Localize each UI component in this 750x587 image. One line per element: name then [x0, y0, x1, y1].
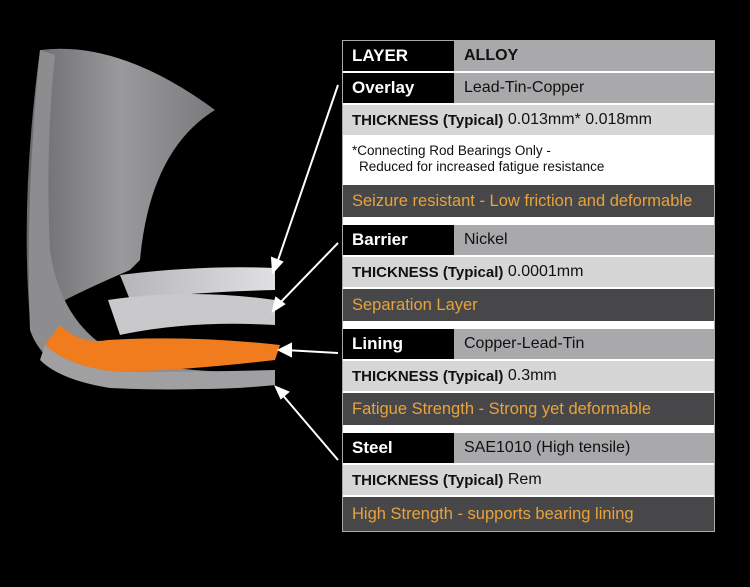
- alloy-name: SAE1010 (High tensile): [454, 433, 714, 463]
- bearing-layers-illustration: [26, 48, 339, 461]
- thickness-label: THICKNESS (Typical): [352, 111, 504, 129]
- layer-name: Steel: [343, 433, 454, 463]
- description-row: Seizure resistant - Low friction and def…: [343, 185, 714, 219]
- header-layer: LAYER: [343, 41, 454, 71]
- bearing-shell: [26, 48, 280, 390]
- description-row: Separation Layer: [343, 289, 714, 323]
- layer-alloy-table: LAYER ALLOY Overlay Lead-Tin-Copper THIC…: [342, 40, 715, 532]
- thickness-value: 0.0001mm: [507, 263, 584, 280]
- thickness-value: 0.3mm: [507, 367, 557, 384]
- table-header: LAYER ALLOY: [343, 41, 714, 73]
- alloy-name: Lead-Tin-Copper: [454, 73, 714, 103]
- note-line: Reduced for increased fatigue resistance: [359, 159, 605, 174]
- description-row: Fatigue Strength - Strong yet deformable: [343, 393, 714, 427]
- layer-name: Lining: [343, 329, 454, 359]
- thickness-value: 0.013mm* 0.018mm: [507, 111, 652, 128]
- thickness-row: THICKNESS (Typical) 0.3mm: [343, 361, 714, 393]
- thickness-label: THICKNESS (Typical): [352, 367, 504, 385]
- overlay-row: Overlay Lead-Tin-Copper: [343, 73, 714, 105]
- overlay-note: *Connecting Rod Bearings Only - Reduced …: [343, 137, 714, 185]
- thickness-row: THICKNESS (Typical) Rem: [343, 465, 714, 497]
- thickness-row: THICKNESS (Typical) 0.013mm* 0.018mm: [343, 105, 714, 137]
- callout-arrows: [270, 84, 339, 461]
- thickness-value: Rem: [507, 471, 542, 488]
- layer-name: Overlay: [343, 73, 454, 103]
- note-line: *Connecting Rod Bearings Only -: [352, 143, 551, 158]
- barrier-row: Barrier Nickel: [343, 225, 714, 257]
- lining-row: Lining Copper-Lead-Tin: [343, 329, 714, 361]
- alloy-name: Nickel: [454, 225, 714, 255]
- layer-name: Barrier: [343, 225, 454, 255]
- header-alloy: ALLOY: [454, 41, 714, 71]
- steel-row: Steel SAE1010 (High tensile): [343, 433, 714, 465]
- description-row: High Strength - supports bearing lining: [343, 497, 714, 531]
- thickness-label: THICKNESS (Typical): [352, 263, 504, 281]
- alloy-name: Copper-Lead-Tin: [454, 329, 714, 359]
- thickness-row: THICKNESS (Typical) 0.0001mm: [343, 257, 714, 289]
- thickness-label: THICKNESS (Typical): [352, 471, 504, 489]
